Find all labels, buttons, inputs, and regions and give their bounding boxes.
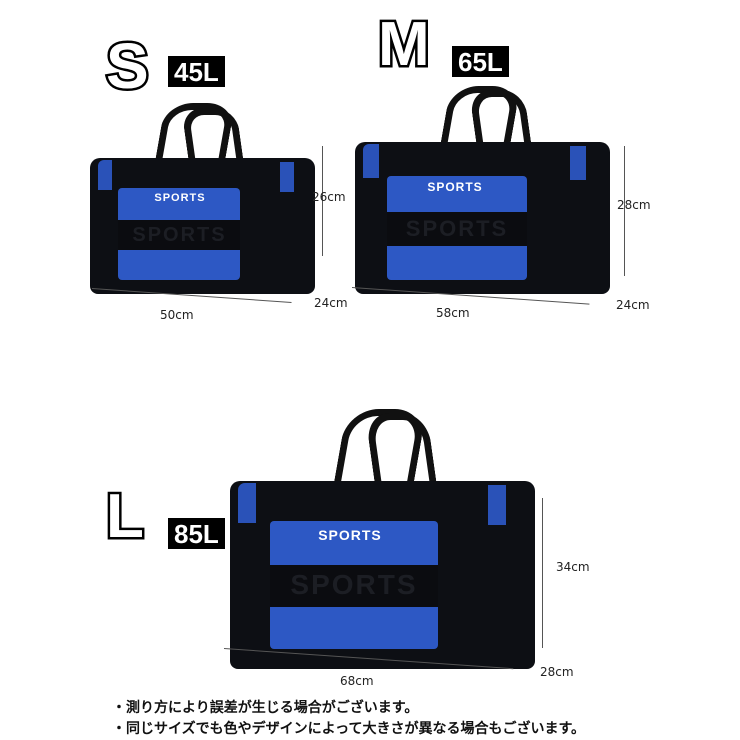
capacity-label-s: 45L	[168, 56, 225, 87]
depth-label-l: 28cm	[540, 665, 574, 679]
bag-logo: SPORTS	[154, 192, 206, 204]
height-line	[624, 146, 625, 276]
bag-small: SPORTS SPORTS	[90, 100, 320, 300]
end-panel	[280, 162, 294, 192]
size-letter-l: L	[104, 482, 147, 551]
bag-logo: SPORTS	[427, 180, 483, 194]
height-label-s: 26cm	[312, 190, 346, 204]
width-label-m: 58cm	[436, 306, 470, 320]
bag-emboss: SPORTS	[132, 224, 227, 246]
capacity-label-l: 85L	[168, 518, 225, 549]
height-line	[542, 498, 543, 648]
bag-medium: SPORTS SPORTS	[355, 80, 615, 300]
width-label-l: 68cm	[340, 674, 374, 688]
handle	[468, 90, 533, 150]
handle	[181, 108, 244, 163]
size-letter-s: S	[104, 30, 152, 102]
height-label-m: 28cm	[617, 198, 651, 212]
end-panel	[238, 483, 256, 523]
end-panel	[488, 485, 506, 525]
depth-label-s: 24cm	[314, 296, 348, 310]
end-panel	[363, 144, 379, 178]
bag-emboss: SPORTS	[290, 569, 418, 600]
bag-emboss: SPORTS	[405, 216, 509, 241]
note-measurement-error: ・測り方により誤差が生じる場合がございます。	[112, 700, 419, 716]
capacity-label-m: 65L	[452, 46, 509, 77]
end-panel	[570, 146, 586, 180]
height-line	[322, 146, 323, 256]
pocket-stripe	[270, 565, 438, 607]
height-label-l: 34cm	[556, 560, 590, 574]
width-label-s: 50cm	[160, 308, 194, 322]
pocket-stripe	[118, 220, 240, 250]
handle	[364, 413, 438, 487]
size-letter-m: M	[376, 10, 433, 79]
bag-large: SPORTS SPORTS	[230, 405, 540, 675]
bag-logo: SPORTS	[318, 527, 382, 543]
note-size-variation: ・同じサイズでも色やデザインによって大きさが異なる場合もございます。	[112, 721, 586, 737]
depth-label-m: 24cm	[616, 298, 650, 312]
end-panel	[98, 160, 112, 190]
pocket-stripe	[387, 212, 527, 246]
